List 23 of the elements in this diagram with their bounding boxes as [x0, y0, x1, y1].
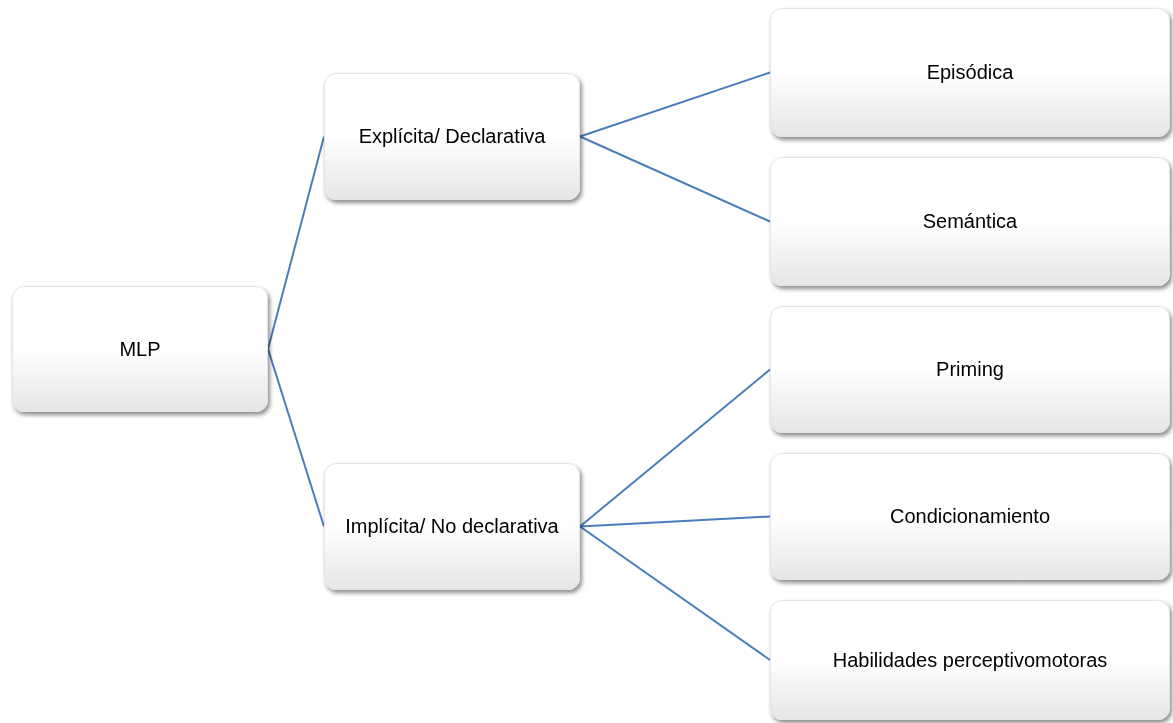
- connector-line: [267, 348, 325, 528]
- node-label: Explícita/ Declarativa: [358, 124, 546, 149]
- rounded-box: [770, 8, 1170, 137]
- node-label: Implícita/ No declarativa: [345, 514, 559, 539]
- node-label: Condicionamiento: [889, 504, 1051, 529]
- rounded-box: [324, 463, 580, 590]
- rounded-box: [770, 157, 1170, 286]
- rounded-box: [324, 73, 580, 200]
- rounded-box: [770, 600, 1170, 720]
- connector-line: [579, 135, 771, 223]
- node-label: Priming: [936, 357, 1004, 382]
- node-label: Habilidades perceptivomotoras: [832, 647, 1108, 673]
- connector-line: [579, 515, 771, 528]
- connector-line: [579, 368, 771, 528]
- connector-line: [579, 525, 771, 661]
- connector-line: [579, 71, 771, 138]
- rounded-box: [770, 453, 1170, 580]
- connector-line: [267, 135, 325, 350]
- node-label: Semántica: [922, 209, 1018, 234]
- node-label: MLP: [119, 336, 161, 362]
- node-label: Episódica: [926, 60, 1014, 85]
- rounded-box: [770, 306, 1170, 433]
- rounded-box: [12, 286, 268, 412]
